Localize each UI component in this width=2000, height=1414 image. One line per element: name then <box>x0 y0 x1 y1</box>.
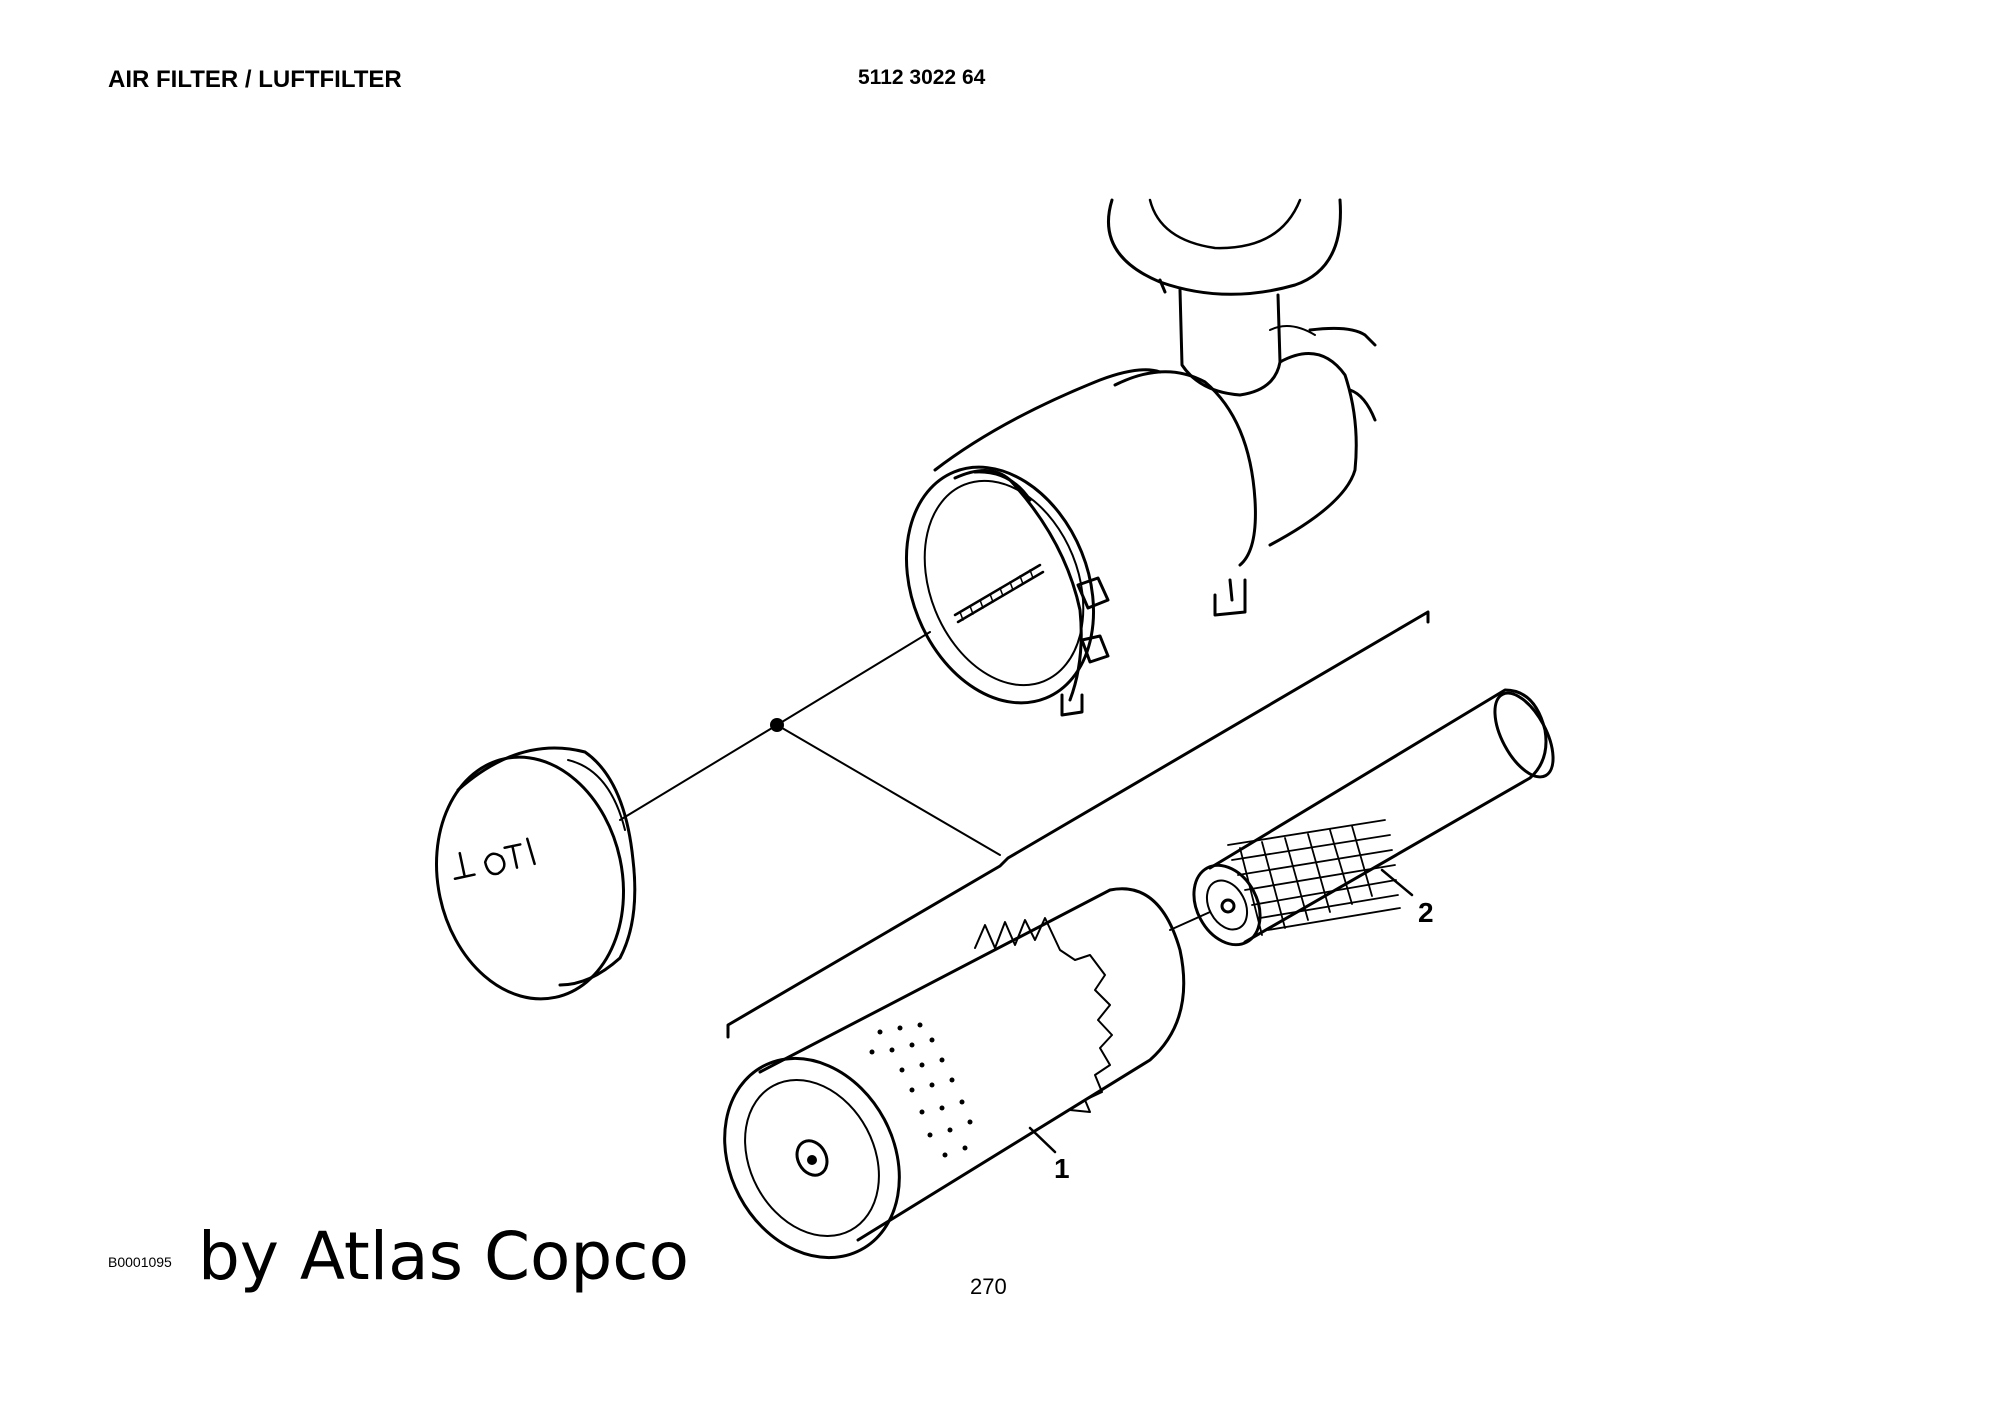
safety-filter-element <box>1169 688 1555 947</box>
filter-housing <box>904 198 1377 717</box>
part-number: 5112 3022 64 <box>858 66 986 89</box>
dust-outlet <box>1213 578 1247 617</box>
main-filter-element <box>723 887 1186 1260</box>
perforation-pattern <box>869 1022 973 1158</box>
safety-filter-end-face <box>1192 863 1262 947</box>
cap-lettering <box>453 837 536 880</box>
housing-body <box>933 368 1162 472</box>
junction-dot <box>770 718 784 732</box>
threaded-rod <box>953 563 1045 624</box>
intake-cap <box>1107 198 1342 296</box>
callout-2: 2 <box>1418 897 1434 928</box>
housing-opening <box>904 465 1096 705</box>
main-filter-end-face <box>723 1056 901 1260</box>
page-title: AIR FILTER / LUFTFILTER <box>108 66 402 93</box>
cover-cap <box>435 746 637 1001</box>
brand-watermark: by Atlas Copco <box>198 1218 689 1295</box>
assembly-leader-lines <box>619 631 1001 856</box>
page-number: 270 <box>970 1274 1007 1299</box>
drawing-code: B0001095 <box>108 1254 172 1270</box>
kit-bracket-line <box>726 610 1430 1039</box>
pleated-media <box>974 917 1113 1113</box>
clamp-band <box>953 469 1083 702</box>
mesh-pattern <box>1227 819 1401 936</box>
callout-1: 1 <box>1054 1153 1070 1184</box>
intake-elbow <box>1178 288 1282 397</box>
